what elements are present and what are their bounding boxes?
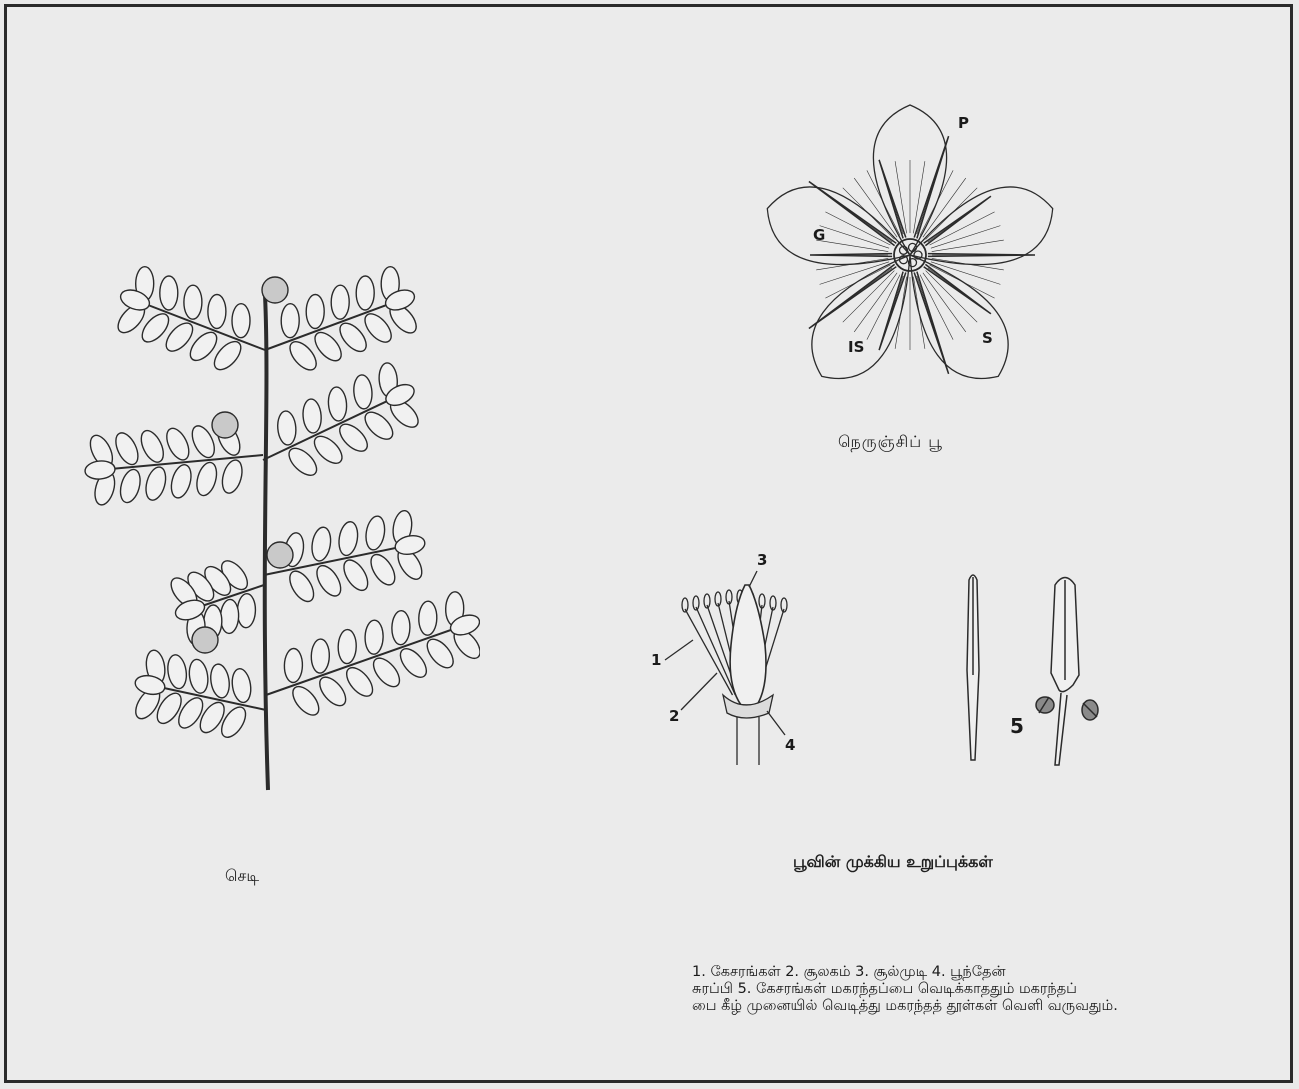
plant-caption: செடி xyxy=(225,866,259,887)
part-number-5: 5 xyxy=(1010,714,1024,738)
part-number-2: 2 xyxy=(669,707,679,725)
parts-caption: பூவின் முக்கிய உறுப்புக்கள் xyxy=(793,852,993,873)
flower-illustration: P G S IS xyxy=(745,95,1085,415)
plant-illustration xyxy=(80,255,480,800)
legend-line: 1. கேசரங்கள் 2. சூலகம் 3. சூல்முடி 4. பூ… xyxy=(692,964,1212,981)
anthers-illustration: 5 xyxy=(955,565,1135,775)
part-number-4: 4 xyxy=(785,736,795,754)
legend-line: பை கீழ் முனையில் வெடித்து மகரந்தத் தூள்க… xyxy=(692,998,1212,1015)
flower-letter-g: G xyxy=(813,226,825,244)
part-number-3: 3 xyxy=(757,551,767,569)
legend-line: சுரப்பி 5. கேசரங்கள் மகரந்தப்பை வெடிக்கா… xyxy=(692,981,1212,998)
part-number-1: 1 xyxy=(651,651,661,669)
flower-caption: நெருஞ்சிப் பூ xyxy=(838,432,943,453)
flower-letter-p: P xyxy=(958,114,969,132)
flower-letter-s: S xyxy=(982,329,993,347)
legend-text: 1. கேசரங்கள் 2. சூலகம் 3. சூல்முடி 4. பூ… xyxy=(692,964,1212,1015)
flower-parts-illustration: 3 1 2 4 xyxy=(645,545,875,775)
flower-letter-is: IS xyxy=(848,338,864,356)
